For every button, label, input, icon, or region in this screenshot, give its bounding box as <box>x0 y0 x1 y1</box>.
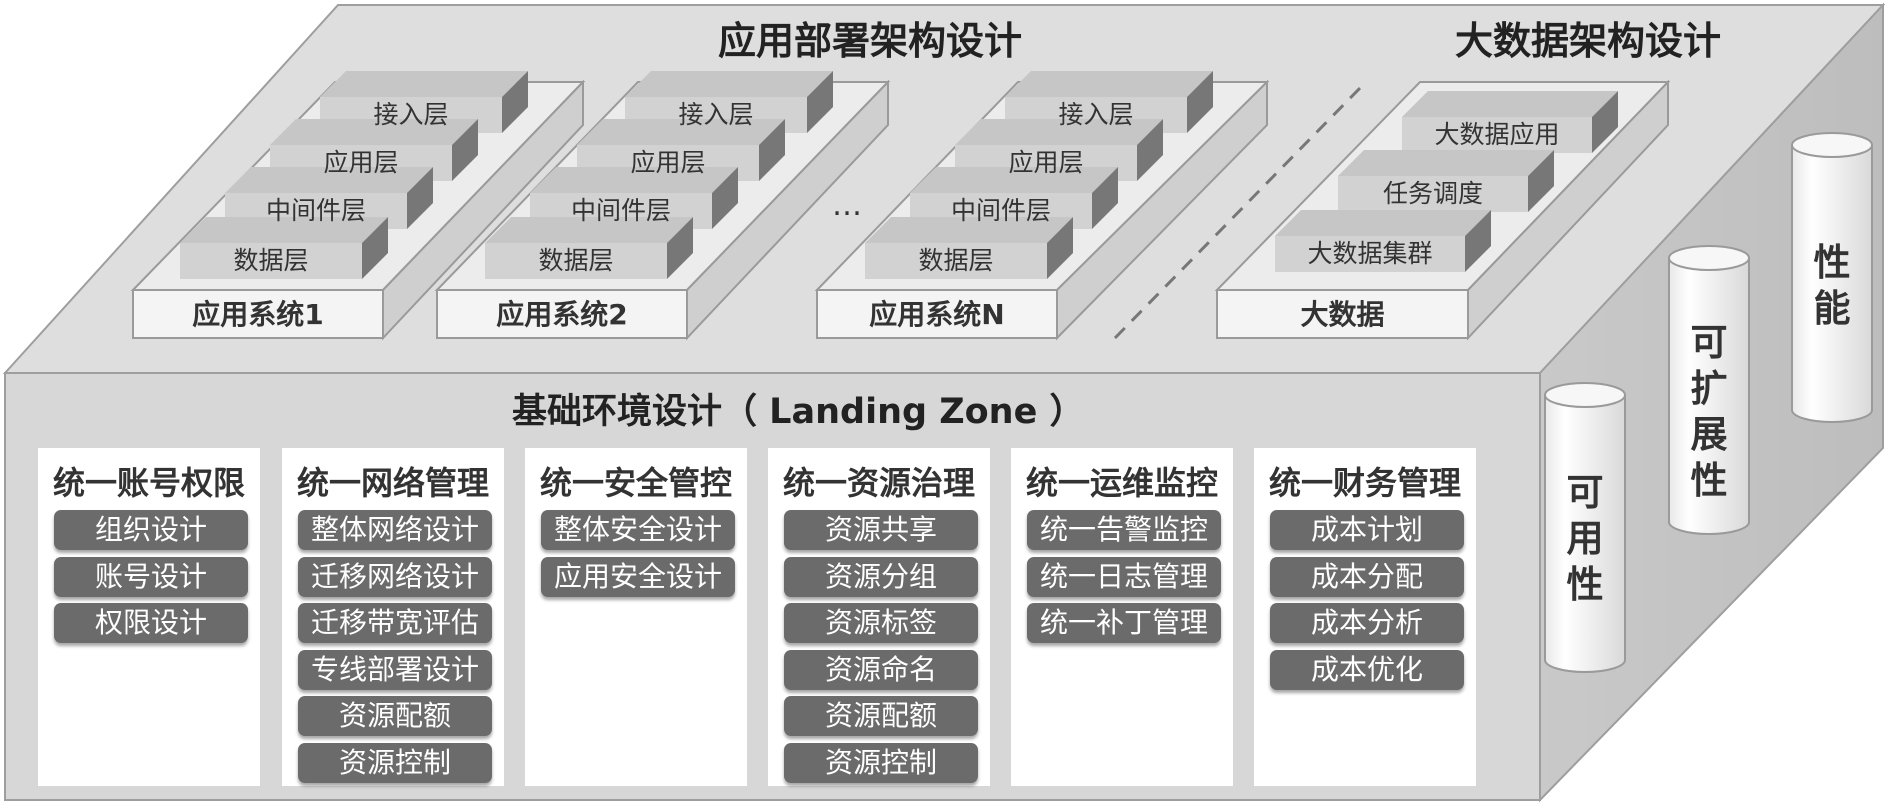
capability-item: 成本分配 <box>1270 556 1464 597</box>
column-title: 统一网络管理 <box>296 464 489 502</box>
layer-label: 任务调度 <box>1382 179 1483 208</box>
layer-label: 中间件层 <box>950 196 1051 225</box>
layer-slabs <box>180 71 1618 279</box>
layer-label: 数据层 <box>233 246 309 275</box>
capability-item: 组织设计 <box>54 510 248 550</box>
capability-item: 资源配额 <box>298 696 492 736</box>
layer-label: 接入层 <box>373 100 449 129</box>
capability-item: 迁移带宽评估 <box>298 603 492 643</box>
layer-label: 大数据应用 <box>1434 120 1560 149</box>
capability-item: 资源分组 <box>784 556 978 597</box>
capability-column: 统一账号权限组织设计账号设计权限设计 <box>38 448 260 786</box>
cylinder-scalability <box>1668 245 1750 535</box>
layer-slab <box>1338 150 1554 212</box>
layer-label: 接入层 <box>1058 100 1134 129</box>
landing-zone-title: 基础环境设计（ Landing Zone ） <box>512 392 1085 432</box>
layer-slab <box>625 71 833 133</box>
capability-item: 整体安全设计 <box>541 510 735 550</box>
capability-item: 资源共享 <box>784 510 978 550</box>
bigdata-label: 大数据 <box>1300 298 1385 331</box>
layer-slab <box>180 217 388 279</box>
layer-label: 应用层 <box>1008 148 1084 177</box>
capability-item: 成本优化 <box>1270 649 1464 690</box>
capability-item: 应用安全设计 <box>541 556 735 597</box>
layer-label: 数据层 <box>538 246 614 275</box>
capability-item: 迁移网络设计 <box>298 556 492 597</box>
capability-column: 统一财务管理成本计划成本分配成本分析成本优化 <box>1254 448 1476 786</box>
app-system-label: 应用系统2 <box>496 298 628 331</box>
capability-item: 成本分析 <box>1270 603 1464 643</box>
capability-item: 整体网络设计 <box>298 510 492 550</box>
layer-slab <box>1275 210 1491 272</box>
capability-item: 成本计划 <box>1270 510 1464 550</box>
capability-item: 账号设计 <box>54 556 248 597</box>
capability-item: 资源标签 <box>784 603 978 643</box>
performance-label: 性能 <box>1813 241 1851 330</box>
capability-item: 资源控制 <box>298 742 492 783</box>
column-title: 统一安全管控 <box>539 464 732 502</box>
layer-label: 中间件层 <box>570 196 671 225</box>
capability-item: 统一告警监控 <box>1027 510 1221 550</box>
column-title: 统一账号权限 <box>52 464 245 502</box>
availability-label: 可用性 <box>1566 471 1604 606</box>
capability-item: 资源控制 <box>784 742 978 783</box>
column-title: 统一财务管理 <box>1268 464 1461 502</box>
capability-item: 资源命名 <box>784 649 978 690</box>
top-separator-line <box>1113 86 1362 340</box>
app-system-label: 应用系统N <box>869 298 1005 331</box>
capability-item: 统一补丁管理 <box>1027 603 1221 643</box>
layer-slab <box>485 217 693 279</box>
app-system-label: 应用系统1 <box>192 298 324 331</box>
more-systems-ellipsis: … <box>832 188 862 223</box>
layer-label: 中间件层 <box>265 196 366 225</box>
layer-slab <box>1402 91 1618 153</box>
capability-column: 统一安全管控整体安全设计应用安全设计 <box>525 448 747 786</box>
deploy-architecture-title: 应用部署架构设计 <box>718 19 1023 63</box>
capability-item: 专线部署设计 <box>298 649 492 690</box>
capability-item: 权限设计 <box>54 603 248 643</box>
column-title: 统一运维监控 <box>1025 464 1218 502</box>
layer-label: 数据层 <box>918 246 994 275</box>
capability-column: 统一运维监控统一告警监控统一日志管理统一补丁管理 <box>1011 448 1233 786</box>
layer-slab <box>865 217 1073 279</box>
bigdata-architecture-title: 大数据架构设计 <box>1455 19 1722 63</box>
layer-label: 应用层 <box>323 148 399 177</box>
capability-item: 资源配额 <box>784 696 978 736</box>
cylinder-performance <box>1791 132 1873 423</box>
scalability-label: 可扩展性 <box>1690 321 1728 502</box>
layer-slab <box>577 119 785 181</box>
column-title: 统一资源治理 <box>782 464 975 502</box>
cylinder-availability <box>1544 382 1626 673</box>
layer-label: 接入层 <box>678 100 754 129</box>
layer-label: 大数据集群 <box>1307 239 1433 268</box>
capability-column: 统一网络管理整体网络设计迁移网络设计迁移带宽评估专线部署设计资源配额资源控制 <box>282 448 504 786</box>
layer-label: 应用层 <box>630 148 706 177</box>
capability-item: 统一日志管理 <box>1027 556 1221 597</box>
capability-column: 统一资源治理资源共享资源分组资源标签资源命名资源配额资源控制 <box>768 448 990 786</box>
